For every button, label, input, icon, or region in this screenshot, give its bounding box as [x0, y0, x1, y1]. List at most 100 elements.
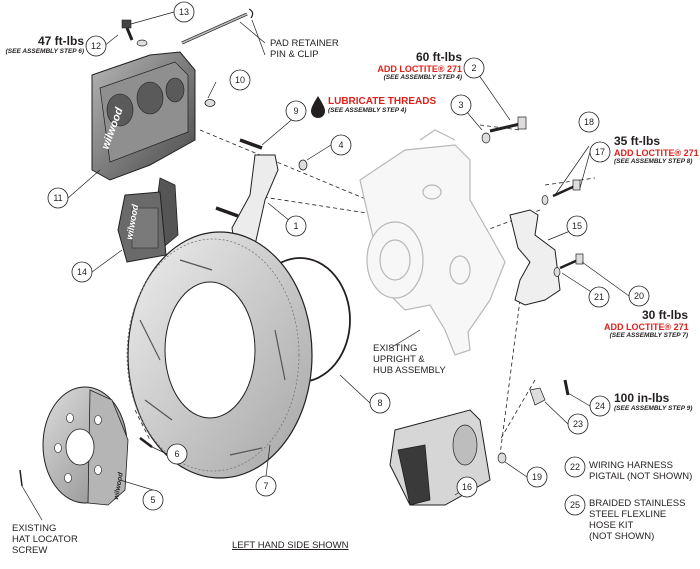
callout-9: 9	[285, 100, 307, 122]
wiring-label: WIRING HARNESS PIGTAIL (NOT SHOWN)	[589, 460, 692, 482]
callout-12: 12	[85, 35, 107, 57]
callout-16: 16	[456, 476, 478, 498]
torque-35: 35 ft-lbs ADD LOCTITE® 271 (SEE ASSEMBLY…	[614, 134, 699, 165]
torque-60-value: 60 ft-lbs	[415, 50, 462, 64]
callout-21: 21	[588, 286, 610, 308]
callout-8: 8	[369, 392, 391, 414]
svg-text:23: 23	[573, 419, 583, 429]
flexline-line-3: HOSE KIT	[589, 520, 634, 531]
svg-text:9: 9	[293, 106, 298, 116]
upright-line-2: UPRIGHT &	[373, 354, 425, 365]
lubricate-step: (SEE ASSEMBLY STEP 4)	[328, 107, 407, 114]
flexline-line-2: STEEL FLEXLINE	[589, 509, 667, 520]
svg-text:8: 8	[377, 398, 382, 408]
callout-14: 14	[71, 261, 93, 283]
callout-10: 10	[229, 69, 251, 91]
svg-text:1: 1	[293, 221, 298, 231]
svg-text:19: 19	[532, 472, 542, 482]
torque-47-note: (SEE ASSEMBLY STEP 6)	[5, 48, 84, 55]
washer-18	[541, 195, 549, 205]
pad-retainer-label: PAD RETAINER PIN & CLIP	[270, 38, 339, 60]
torque-47-value: 47 ft-lbs	[37, 34, 84, 48]
lubricate-label: LUBRICATE THREADS	[328, 96, 437, 107]
torque-100: 100 in-lbs (SEE ASSEMBLY STEP 9)	[614, 391, 692, 412]
rotor-hat-5: wilwood	[42, 386, 129, 506]
svg-text:20: 20	[634, 291, 644, 301]
callout-2: 2	[463, 57, 485, 79]
svg-text:18: 18	[584, 117, 594, 127]
diagram-caption: LEFT HAND SIDE SHOWN	[232, 540, 349, 551]
callout-23: 23	[567, 413, 589, 435]
rotor-7	[126, 231, 313, 479]
callout-24: 24	[589, 395, 611, 417]
svg-text:6: 6	[174, 449, 179, 459]
callout-circles: 1 2 3 4 5 6 7 8 9 10 11 12 13 14 15 16 1…	[47, 1, 650, 516]
torque-30-value: 30 ft-lbs	[641, 308, 688, 322]
washer-10	[204, 99, 216, 107]
callout-5: 5	[142, 489, 164, 511]
svg-text:22: 22	[570, 462, 580, 472]
bolt-20	[559, 253, 584, 270]
torque-100-note: (SEE ASSEMBLY STEP 9)	[614, 405, 693, 412]
svg-text:16: 16	[462, 482, 472, 492]
upright-hub-assembly	[359, 129, 506, 356]
brake-pads-14: wilwood	[117, 177, 179, 263]
callout-25: 25	[564, 494, 586, 516]
hat-screw-line-3: SCREW	[12, 545, 48, 556]
hat-logo: wilwood	[113, 471, 125, 500]
callout-11: 11	[47, 187, 69, 209]
caliper-bolt-13	[121, 19, 134, 41]
hat-screw-line-2: HAT LOCATOR	[12, 534, 78, 545]
svg-text:7: 7	[263, 481, 268, 491]
callout-13: 13	[173, 1, 195, 23]
washer-21	[553, 267, 561, 277]
torque-35-loctite: ADD LOCTITE® 271	[614, 148, 699, 158]
pad-retainer-line-1: PAD RETAINER	[270, 38, 339, 49]
flexline-line-4: (NOT SHOWN)	[589, 531, 655, 542]
svg-text:12: 12	[91, 41, 101, 51]
fitting-23	[529, 387, 546, 406]
callout-7: 7	[255, 475, 277, 497]
callout-22: 22	[564, 456, 586, 478]
callout-4: 4	[330, 134, 352, 156]
callout-15: 15	[566, 215, 588, 237]
wiring-line-1: WIRING HARNESS	[589, 460, 673, 471]
torque-30-loctite: ADD LOCTITE® 271	[604, 322, 689, 332]
callout-3: 3	[450, 94, 472, 116]
flexline-label: BRAIDED STAINLESS STEEL FLEXLINE HOSE KI…	[589, 498, 685, 542]
hat-bolt-6	[139, 437, 153, 448]
washer-3	[481, 132, 491, 144]
svg-text:13: 13	[179, 7, 189, 17]
callout-1: 1	[285, 215, 307, 237]
caliper-11: wilwood	[91, 51, 196, 181]
lubricate-note: LUBRICATE THREADS (SEE ASSEMBLY STEP 4)	[328, 96, 436, 114]
svg-text:24: 24	[595, 401, 605, 411]
leader-lines	[21, 11, 630, 521]
torque-47: 47 ft-lbs (SEE ASSEMBLY STEP 6)	[2, 34, 84, 55]
svg-text:2: 2	[471, 63, 476, 73]
callout-18: 18	[578, 111, 600, 133]
torque-60: 60 ft-lbs ADD LOCTITE® 271 (SEE ASSEMBLY…	[370, 50, 462, 81]
lubricate-drop-icon	[311, 96, 325, 118]
caliper-washer-12	[136, 39, 148, 47]
svg-text:17: 17	[595, 147, 605, 157]
callout-6: 6	[166, 443, 188, 465]
adapter-bracket-15	[509, 209, 561, 306]
svg-text:4: 4	[338, 140, 343, 150]
hat-screw-line-1: EXISTING	[12, 523, 57, 534]
wiring-line-2: PIGTAIL (NOT SHOWN)	[589, 471, 693, 482]
svg-text:25: 25	[570, 500, 580, 510]
mounting-bracket-1	[215, 138, 279, 251]
svg-text:5: 5	[150, 495, 155, 505]
bolt-2	[489, 116, 527, 133]
bolt-17	[552, 179, 581, 198]
svg-text:3: 3	[458, 100, 463, 110]
svg-text:14: 14	[77, 267, 87, 277]
torque-35-value: 35 ft-lbs	[614, 134, 661, 148]
svg-text:21: 21	[594, 292, 604, 302]
callout-19: 19	[526, 466, 548, 488]
svg-text:15: 15	[572, 221, 582, 231]
callout-17: 17	[589, 141, 611, 163]
fitting-19	[497, 452, 507, 464]
